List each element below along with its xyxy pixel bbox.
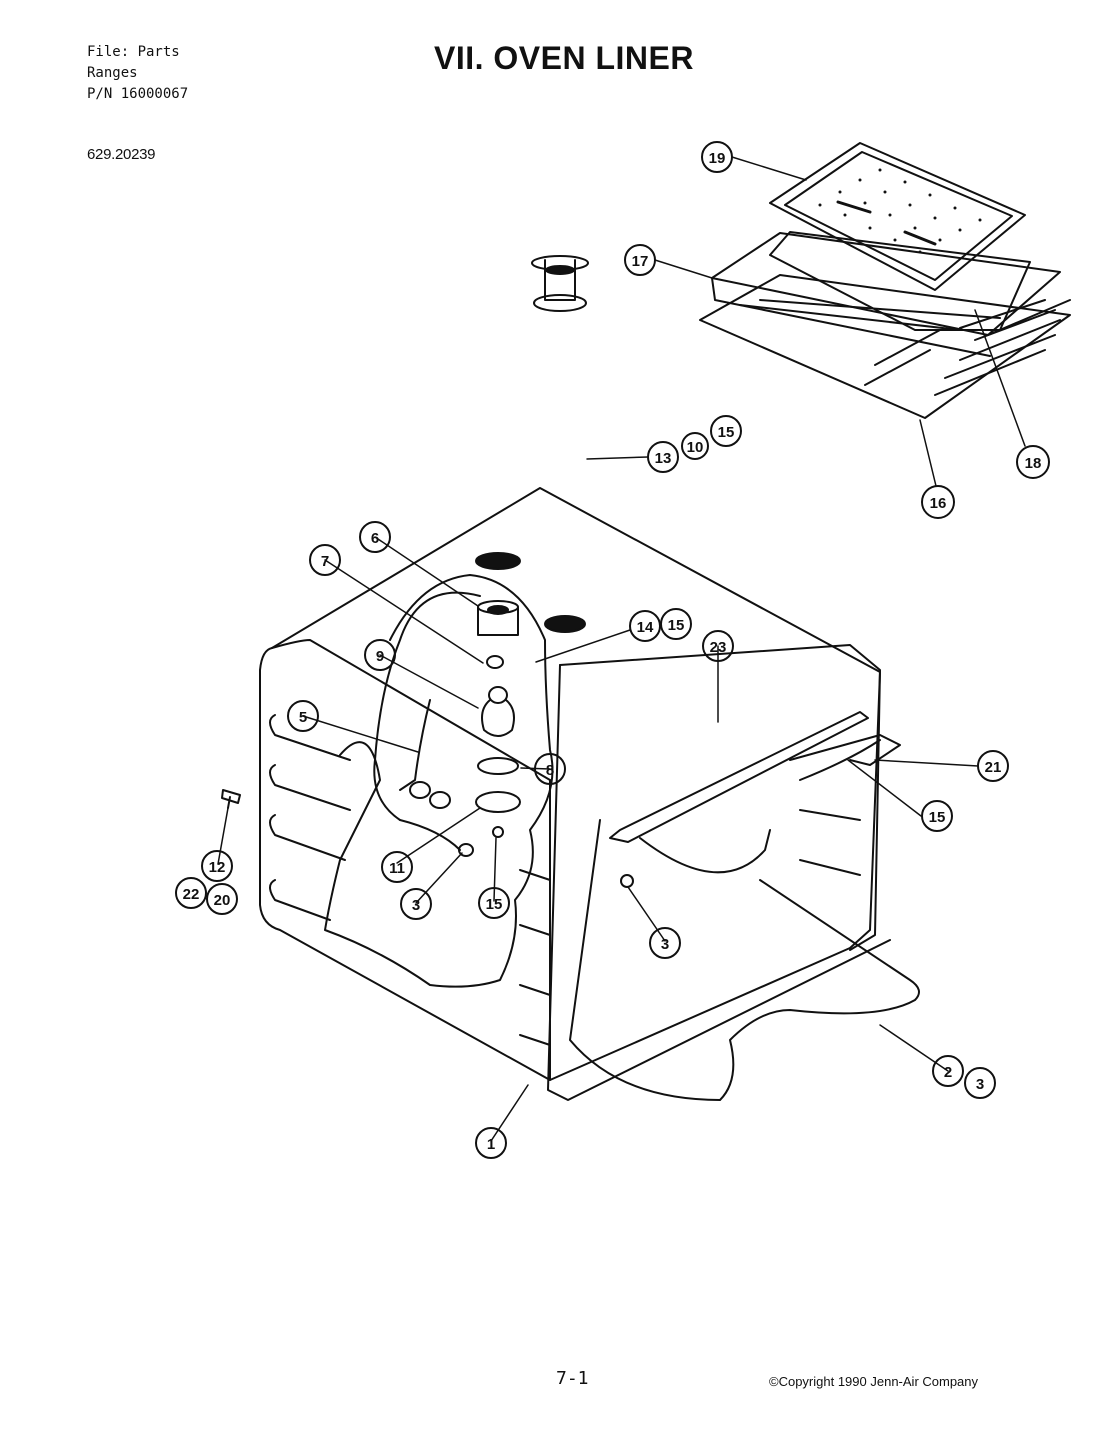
svg-text:6: 6 — [371, 530, 379, 547]
file-label: File: Parts — [87, 44, 180, 60]
callout-20: 20 — [206, 883, 238, 915]
svg-text:3: 3 — [976, 1076, 984, 1093]
callout-22: 22 — [175, 877, 207, 909]
callout-8: 8 — [534, 753, 566, 785]
screw-3b — [620, 874, 634, 888]
callout-3c: 3 — [964, 1067, 996, 1099]
broil-element — [609, 711, 901, 874]
page-title: VII. OVEN LINER — [434, 40, 694, 76]
light-socket — [531, 255, 589, 312]
file-info: File: Parts Ranges P/N 16000067 — [87, 42, 188, 105]
light-receptacle — [475, 600, 521, 838]
callout-15c: 15 — [921, 800, 953, 832]
callout-16: 16 — [921, 485, 955, 519]
wiring-harness — [373, 591, 481, 851]
svg-text:7: 7 — [321, 553, 329, 570]
svg-text:23: 23 — [710, 639, 727, 656]
svg-text:9: 9 — [376, 648, 384, 665]
callout-3b: 3 — [649, 927, 681, 959]
callout-15d: 15 — [478, 887, 510, 919]
category-label: Ranges — [87, 65, 138, 81]
svg-text:8: 8 — [546, 762, 554, 779]
svg-text:20: 20 — [214, 892, 231, 909]
broiler-pan — [769, 142, 1026, 291]
copyright: ©Copyright 1990 Jenn-Air Company — [769, 1374, 979, 1389]
screw — [221, 789, 241, 809]
light-bracket — [399, 699, 451, 809]
callout-23: 23 — [702, 630, 734, 662]
callout-5: 5 — [287, 700, 319, 732]
callout-1: 1 — [475, 1127, 507, 1159]
svg-text:5: 5 — [299, 709, 307, 726]
callout-21: 21 — [977, 750, 1009, 782]
svg-text:10: 10 — [687, 439, 704, 456]
svg-text:14: 14 — [637, 619, 654, 636]
oven-rack-lower — [699, 274, 1071, 419]
svg-text:17: 17 — [632, 253, 649, 270]
model-number: 629.20239 — [87, 146, 156, 163]
leader-lines — [217, 156, 1026, 1142]
callout-15a: 15 — [710, 415, 742, 447]
callout-2: 2 — [932, 1055, 964, 1087]
callout-19: 19 — [701, 141, 733, 173]
svg-text:18: 18 — [1025, 455, 1042, 472]
svg-text:3: 3 — [661, 936, 669, 953]
callout-11: 11 — [381, 851, 413, 883]
svg-text:11: 11 — [389, 860, 405, 877]
callout-12: 12 — [201, 850, 233, 882]
callout-13: 13 — [647, 441, 679, 473]
part-number: P/N 16000067 — [87, 86, 189, 102]
svg-text:21: 21 — [985, 759, 1002, 776]
svg-text:15: 15 — [486, 896, 503, 913]
callout-14: 14 — [629, 610, 661, 642]
cutaway-outline — [324, 574, 554, 988]
screw-3a — [458, 843, 474, 857]
page-number: 7-1 — [556, 1368, 589, 1389]
callouts: 19 17 18 16 13 10 15 6 7 14 15 23 9 5 8 … — [175, 141, 1050, 1159]
callout-10: 10 — [681, 432, 709, 460]
svg-text:16: 16 — [930, 495, 947, 512]
callout-7: 7 — [309, 544, 341, 576]
svg-text:22: 22 — [183, 886, 200, 903]
svg-text:15: 15 — [929, 809, 946, 826]
svg-text:1: 1 — [487, 1136, 495, 1153]
callout-18: 18 — [1016, 445, 1050, 479]
callout-15b: 15 — [660, 608, 692, 640]
bake-element — [547, 644, 920, 1101]
broiler-pan-insert — [769, 231, 1031, 331]
svg-text:3: 3 — [412, 897, 420, 914]
svg-text:15: 15 — [668, 617, 685, 634]
svg-text:12: 12 — [209, 859, 226, 876]
callout-3a: 3 — [400, 888, 432, 920]
svg-text:2: 2 — [944, 1064, 952, 1081]
svg-text:13: 13 — [655, 450, 672, 467]
svg-text:15: 15 — [718, 424, 735, 441]
svg-text:19: 19 — [709, 150, 726, 167]
callout-17: 17 — [624, 244, 656, 276]
callout-6: 6 — [359, 521, 391, 553]
callout-9: 9 — [364, 639, 396, 671]
